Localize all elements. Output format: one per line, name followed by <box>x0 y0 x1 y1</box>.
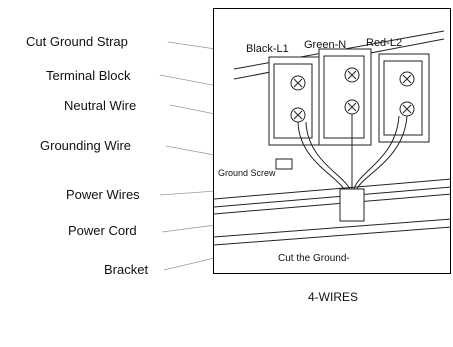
callout-terminal-block: Terminal Block <box>46 68 131 83</box>
callout-bracket: Bracket <box>104 262 149 277</box>
terminal-label-red: Red-L2 <box>366 37 402 49</box>
wiring-diagram-panel: Black-L1 Green-N Red-L2 Ground Screw Cut… <box>213 8 451 274</box>
diagram-caption: 4-WIRES <box>308 290 359 304</box>
terminal-label-green: Green-N <box>304 39 346 51</box>
power-wires <box>297 121 345 190</box>
terminal-block-left <box>268 56 320 146</box>
terminal-block-middle <box>318 48 372 146</box>
bracket-rail <box>214 178 450 200</box>
callout-power-cord: Power Cord <box>68 223 137 238</box>
callout-power-wires: Power Wires <box>66 187 140 202</box>
ground-screw <box>275 158 293 170</box>
terminal-block-illustration: Black-L1 Green-N Red-L2 Ground Screw Cut… <box>214 30 450 264</box>
terminal-block-right <box>378 53 430 143</box>
cut-ground-label: Cut the Ground- <box>278 253 350 264</box>
callout-grounding-wire: Grounding Wire <box>40 138 132 153</box>
callout-neutral-wire: Neutral Wire <box>64 98 137 113</box>
callout-cut-ground-strap: Cut Ground Strap <box>26 34 128 49</box>
terminal-label-black: Black-L1 <box>246 43 289 55</box>
power-cord <box>339 188 365 222</box>
ground-screw-label: Ground Screw <box>218 168 276 178</box>
